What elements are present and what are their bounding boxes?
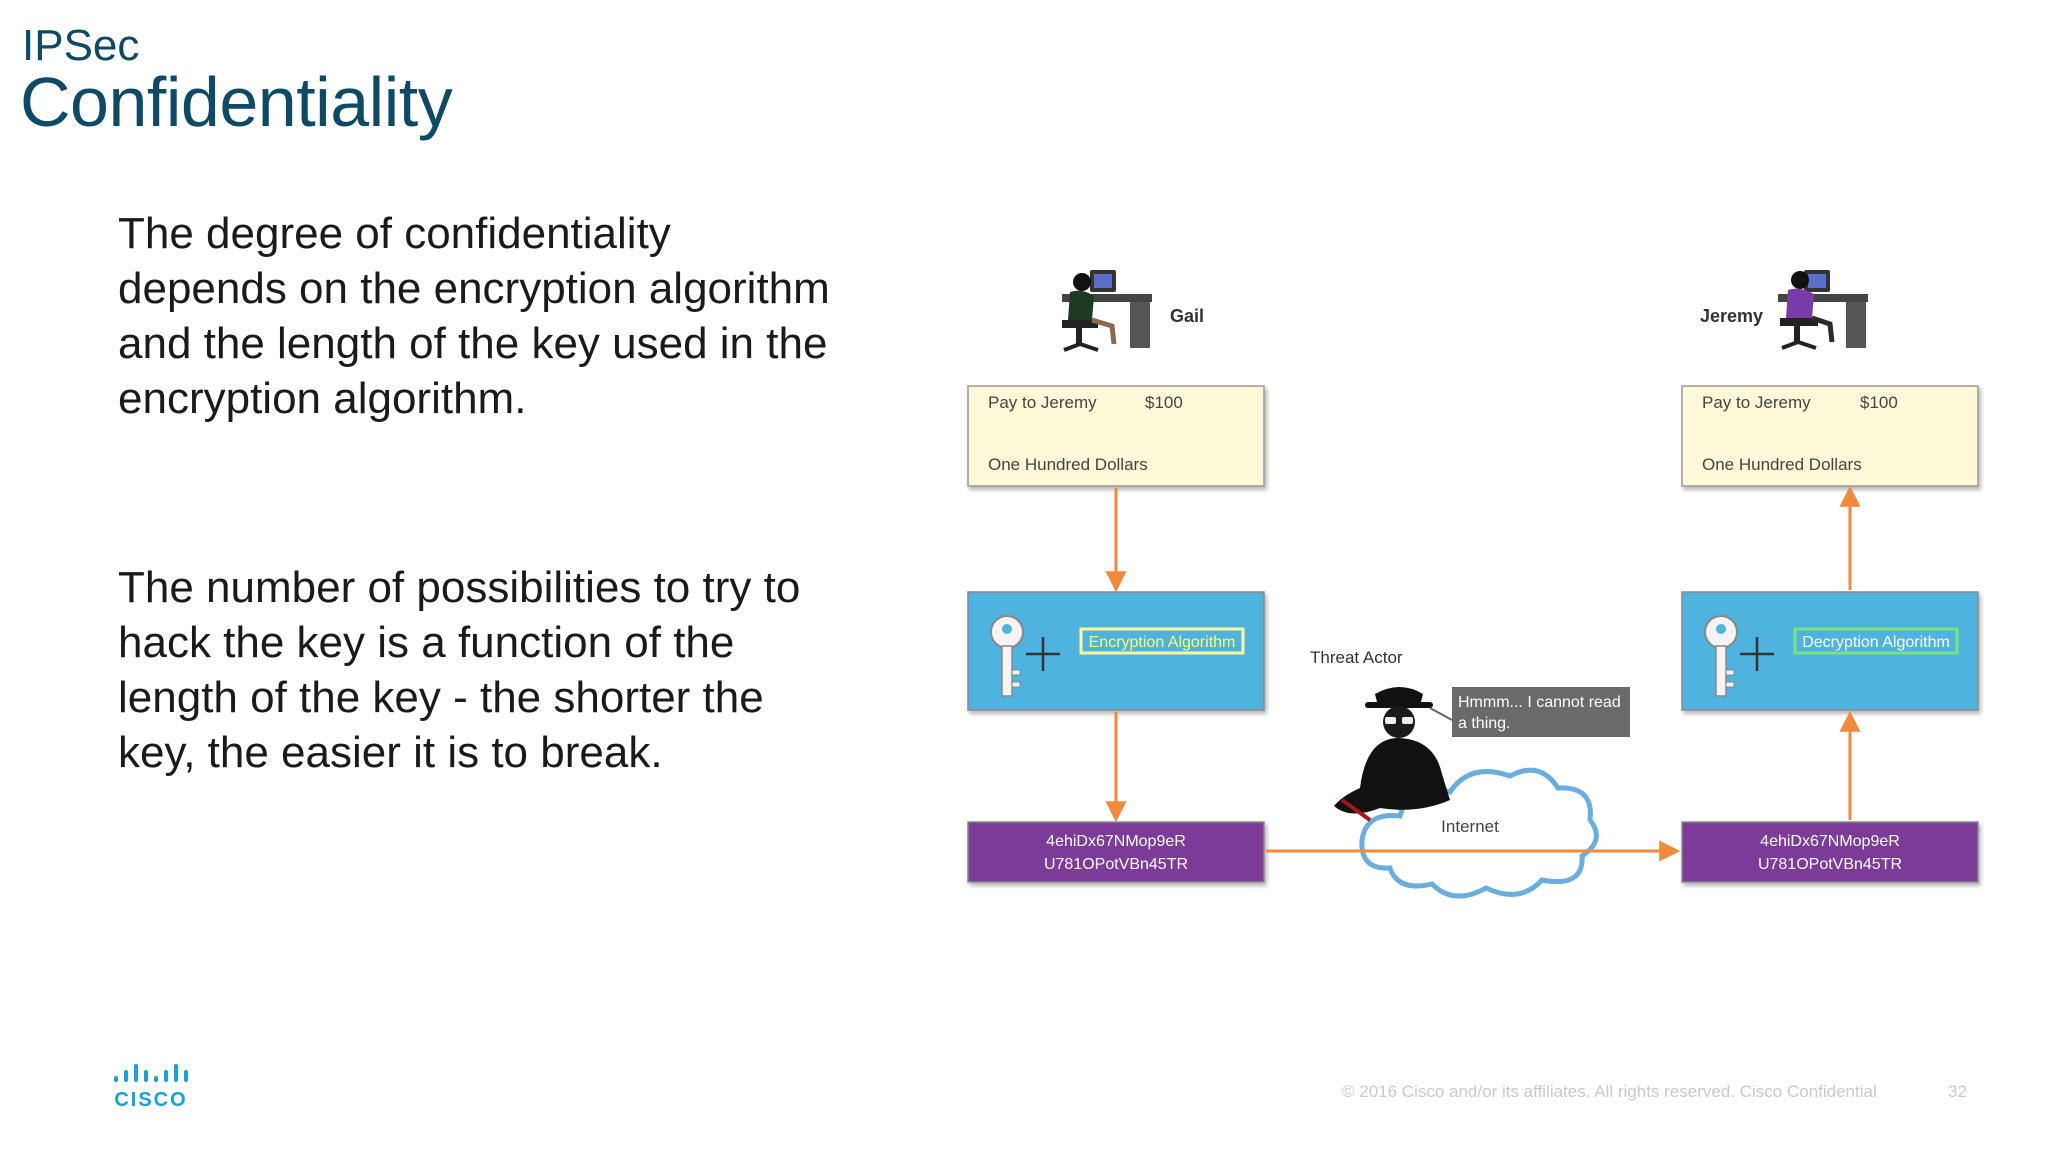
plus-icon bbox=[1026, 637, 1060, 671]
cipher-left-line2: U781OPotVBn45TR bbox=[1044, 856, 1188, 873]
cipher-right-line2: U781OPotVBn45TR bbox=[1758, 856, 1902, 873]
speech-bubble: Hmmm... I cannot read a thing. bbox=[1429, 687, 1630, 737]
ciphertext-right: 4ehiDx67NMop9eR U781OPotVBn45TR bbox=[1681, 821, 1979, 883]
jeremy-workstation-icon bbox=[1778, 270, 1868, 350]
check-left: Pay to Jeremy $100 One Hundred Dollars bbox=[967, 385, 1265, 487]
check-left-amount: $100 bbox=[1145, 393, 1183, 412]
encryption-label: Encryption Algorithm bbox=[1089, 634, 1236, 651]
check-right-pay-to: Pay to Jeremy bbox=[1702, 393, 1811, 412]
check-right-amount: $100 bbox=[1860, 393, 1898, 412]
body-paragraph-1: The degree of confidentiality depends on… bbox=[118, 209, 830, 423]
receiver-name: Jeremy bbox=[1700, 306, 1763, 326]
check-left-pay-to: Pay to Jeremy bbox=[988, 393, 1097, 412]
ipsec-confidentiality-diagram: Gail Jeremy Pay to Jeremy $100 One Hundr… bbox=[967, 270, 1979, 899]
speech-line2: a thing. bbox=[1458, 715, 1510, 732]
gail-workstation-icon bbox=[1062, 270, 1152, 352]
speech-line1: Hmmm... I cannot read bbox=[1458, 694, 1621, 711]
threat-actor-icon bbox=[1334, 687, 1450, 822]
check-right-words: One Hundred Dollars bbox=[1702, 455, 1862, 474]
decryption-label: Decryption Algorithm bbox=[1802, 634, 1950, 651]
page-title: Confidentiality bbox=[20, 63, 453, 141]
copyright-text: © 2016 Cisco and/or its affiliates. All … bbox=[1342, 1082, 1877, 1101]
internet-label: Internet bbox=[1441, 817, 1499, 836]
cisco-logo: CISCO bbox=[112, 1062, 194, 1112]
cipher-left-line1: 4ehiDx67NMop9eR bbox=[1046, 833, 1186, 850]
page-number: 32 bbox=[1948, 1082, 1967, 1101]
logo-text: CISCO bbox=[114, 1089, 187, 1111]
section-title: IPSec bbox=[22, 21, 140, 70]
cipher-right-line1: 4ehiDx67NMop9eR bbox=[1760, 833, 1900, 850]
key-icon bbox=[990, 615, 1024, 697]
threat-actor-label: Threat Actor bbox=[1310, 648, 1403, 667]
ciphertext-left: 4ehiDx67NMop9eR U781OPotVBn45TR bbox=[967, 821, 1265, 883]
decryption-key-box: Decryption Algorithm bbox=[1681, 591, 1979, 711]
encryption-key-box: Encryption Algorithm bbox=[967, 591, 1265, 711]
check-right: Pay to Jeremy $100 One Hundred Dollars bbox=[1681, 385, 1979, 487]
sender-name: Gail bbox=[1170, 306, 1204, 326]
check-left-words: One Hundred Dollars bbox=[988, 455, 1148, 474]
body-paragraph-2: The number of possibilities to try to ha… bbox=[118, 563, 801, 777]
plus-icon bbox=[1740, 637, 1774, 671]
key-icon bbox=[1704, 615, 1738, 697]
